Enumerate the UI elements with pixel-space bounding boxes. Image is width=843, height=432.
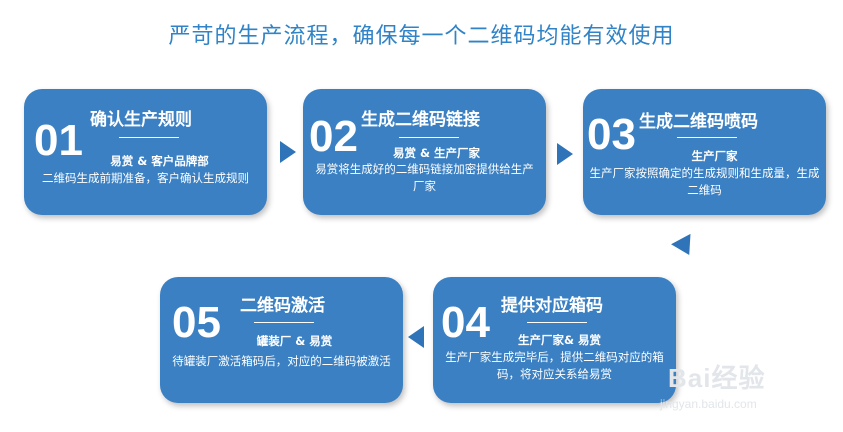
step-description: 待罐装厂激活箱码后，对应的二维码被激活	[172, 354, 391, 368]
arrow-down-icon	[671, 233, 699, 261]
step-description: 二维码生成前期准备，客户确认生成规则	[42, 171, 249, 185]
arrow-right-icon	[557, 143, 573, 165]
step-heading: 确认生产规则	[90, 110, 192, 130]
step-number: 05	[172, 298, 221, 347]
step-card-03: 03 生成二维码喷码 生产厂家 生产厂家按照确定的生成规则和生成量，生成二维码	[583, 89, 826, 215]
step-heading: 提供对应箱码	[501, 296, 603, 316]
step-participants: 易赏 & 生产厂家	[392, 146, 481, 160]
baidu-watermark: Bai经验 jingyan.baidu.com	[660, 358, 766, 411]
step-description: 生产厂家按照确定的生成规则和生成量，生成二维码	[589, 166, 820, 197]
step-description: 生产厂家生成完毕后，提供二维码对应的箱码，将对应关系给易赏	[445, 350, 664, 381]
step-card-02: 02 生成二维码链接 易赏 & 生产厂家 易赏将生成好的二维码链接加密提供给生产…	[303, 89, 546, 215]
step-number: 03	[587, 110, 636, 159]
divider	[119, 137, 179, 138]
divider	[677, 137, 737, 138]
step-heading: 生成二维码链接	[361, 110, 480, 130]
step-number: 02	[309, 112, 358, 161]
step-card-04: 04 提供对应箱码 生产厂家& 易赏 生产厂家生成完毕后，提供二维码对应的箱码，…	[433, 277, 676, 403]
step-card-05: 05 二维码激活 罐装厂 & 易赏 待罐装厂激活箱码后，对应的二维码被激活	[160, 277, 403, 403]
arrow-left-icon	[408, 326, 424, 348]
watermark-logo: Bai经验	[668, 363, 766, 393]
divider	[254, 322, 314, 323]
step-card-01: 01 确认生产规则 易赏 & 客户品牌部 二维码生成前期准备，客户确认生成规则	[24, 89, 267, 215]
watermark-url: jingyan.baidu.com	[660, 397, 757, 411]
step-participants: 易赏 & 客户品牌部	[110, 154, 209, 168]
step-participants: 罐装厂 & 易赏	[256, 334, 333, 348]
page-title: 严苛的生产流程，确保每一个二维码均能有效使用	[168, 24, 675, 49]
step-number: 04	[441, 298, 490, 347]
step-heading: 二维码激活	[240, 296, 325, 316]
step-participants: 生产厂家	[691, 149, 738, 163]
arrow-right-icon	[280, 141, 296, 163]
step-participants: 生产厂家& 易赏	[517, 333, 602, 347]
divider	[527, 322, 587, 323]
step-heading: 生成二维码喷码	[639, 112, 758, 132]
divider	[399, 137, 459, 138]
step-description: 易赏将生成好的二维码链接加密提供给生产厂家	[315, 162, 534, 193]
step-number: 01	[34, 116, 83, 165]
